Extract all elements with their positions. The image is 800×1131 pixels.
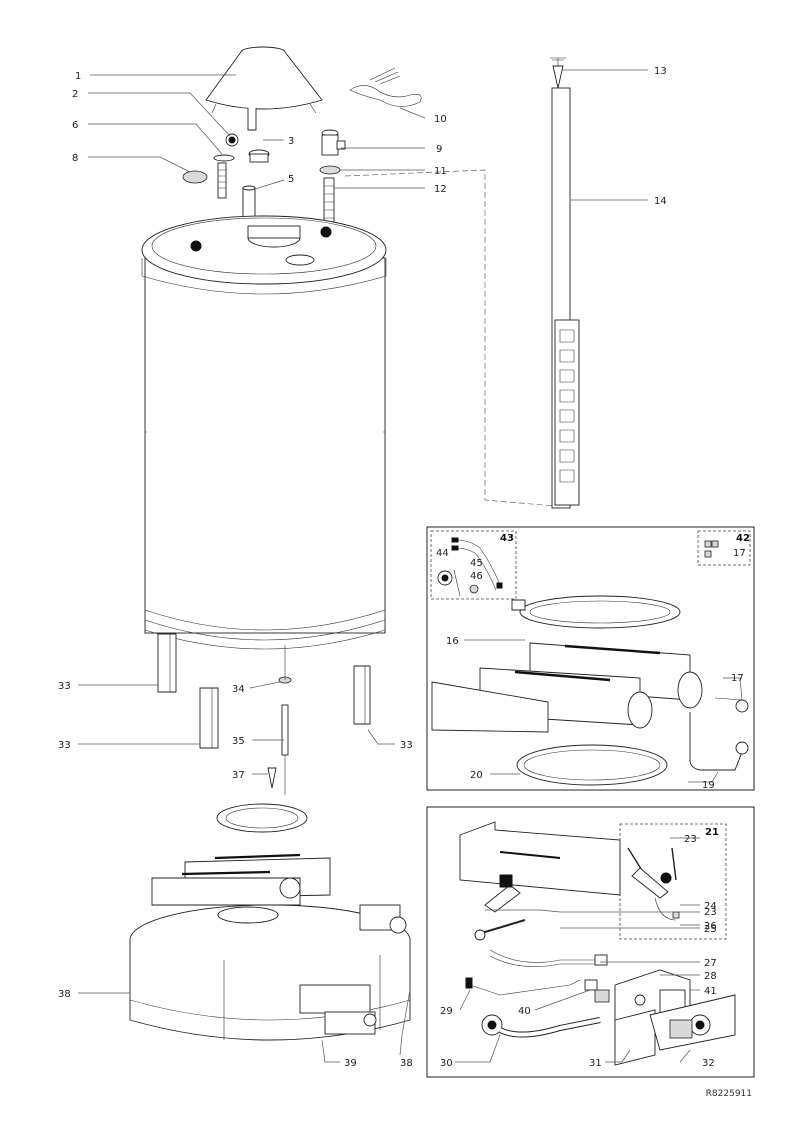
gasket-6 (213, 154, 235, 162)
cap-8 (182, 170, 208, 184)
label-45: 45 (470, 558, 483, 569)
label-26: 26 (704, 921, 717, 932)
label-44: 44 (436, 548, 449, 559)
label-31: 31 (589, 1058, 602, 1069)
thermocouple-34-35 (278, 645, 292, 795)
label-28: 28 (704, 971, 717, 982)
drawing-reference: R8225911 (706, 1089, 752, 1099)
leg-33-middle (199, 687, 219, 749)
anode-right-12 (323, 177, 335, 224)
label-20: 20 (470, 770, 483, 781)
label-43: 43 (500, 533, 514, 544)
burner-tubes-16 (431, 642, 703, 733)
label-25: 25 (704, 924, 717, 935)
baffle-strip-14 (551, 87, 580, 509)
heat-shield (459, 821, 621, 896)
gas-valve-lower (359, 904, 407, 934)
label-5: 5 (288, 174, 294, 185)
dashed-connector (344, 169, 556, 507)
label-38-left: 38 (58, 989, 71, 1000)
label-38-right: 38 (400, 1058, 413, 1069)
label-39: 39 (344, 1058, 357, 1069)
label-11: 11 (434, 166, 447, 177)
baffle-hook-13 (550, 57, 566, 89)
label-13: 13 (654, 66, 667, 77)
valve-9 (321, 129, 346, 156)
access-panel-39 (299, 984, 377, 1035)
label-34: 34 (232, 684, 245, 695)
inset-21-frame (619, 823, 727, 940)
label-35: 35 (232, 736, 245, 747)
inset-43-parts (437, 537, 503, 597)
leg-33-right (353, 665, 371, 725)
washer-11 (319, 165, 341, 175)
label-21: 21 (705, 827, 719, 838)
burner-ring-lower (216, 803, 308, 833)
inset-43-frame (430, 530, 517, 600)
burner-tubes-lower (151, 853, 331, 906)
inset-control-frame (426, 806, 755, 1078)
label-14: 14 (654, 196, 667, 207)
label-32: 32 (702, 1058, 715, 1069)
pilot-assembly-21 (627, 847, 680, 921)
label-33-middle: 33 (58, 740, 71, 751)
pipe-30 (481, 1014, 601, 1038)
base-ring-20 (516, 744, 668, 786)
inset-burner-frame (426, 526, 755, 791)
label-19: 19 (702, 780, 715, 791)
burner-ring-inset (511, 595, 681, 629)
water-heater-tank (141, 215, 387, 650)
control-knob-32 (649, 994, 736, 1051)
label-17-inset: 17 (733, 548, 746, 559)
nipple-3 (248, 149, 270, 163)
label-33-left: 33 (58, 681, 71, 692)
igniter-lead-29 (465, 977, 581, 996)
label-10: 10 (434, 114, 447, 125)
label-46: 46 (470, 571, 483, 582)
wire-harness-10 (349, 67, 422, 107)
flue-hood (205, 46, 323, 131)
label-16: 16 (446, 636, 459, 647)
label-40: 40 (518, 1006, 531, 1017)
label-9: 9 (436, 144, 442, 155)
label-27: 27 (704, 958, 717, 969)
label-29: 29 (440, 1006, 453, 1017)
nut-27-40 (584, 979, 610, 1003)
label-23: 23 (704, 907, 717, 918)
label-2: 2 (72, 89, 78, 100)
label-3: 3 (288, 136, 294, 147)
label-6: 6 (72, 120, 78, 131)
label-33-right: 33 (400, 740, 413, 751)
label-24: 24 (704, 901, 717, 912)
gas-pipe-19 (689, 697, 749, 771)
leg-33-left (157, 633, 177, 693)
label-12: 12 (434, 184, 447, 195)
anode-left (217, 162, 227, 199)
leader-lines (78, 69, 743, 1063)
label-42: 42 (736, 533, 750, 544)
label-30: 30 (440, 1058, 453, 1069)
inset-42-parts (704, 540, 719, 558)
inset-42-frame (697, 530, 751, 566)
label-8: 8 (72, 153, 78, 164)
label-41: 41 (704, 986, 717, 997)
bracket-31 (614, 1009, 656, 1066)
clip-37 (267, 767, 277, 789)
label-37: 37 (232, 770, 245, 781)
fitting-2 (225, 133, 239, 147)
label-1: 1 (75, 71, 81, 82)
label-23-inset: 23 (684, 834, 697, 845)
label-17: 17 (731, 673, 744, 684)
thermocouple-25 (489, 949, 608, 967)
